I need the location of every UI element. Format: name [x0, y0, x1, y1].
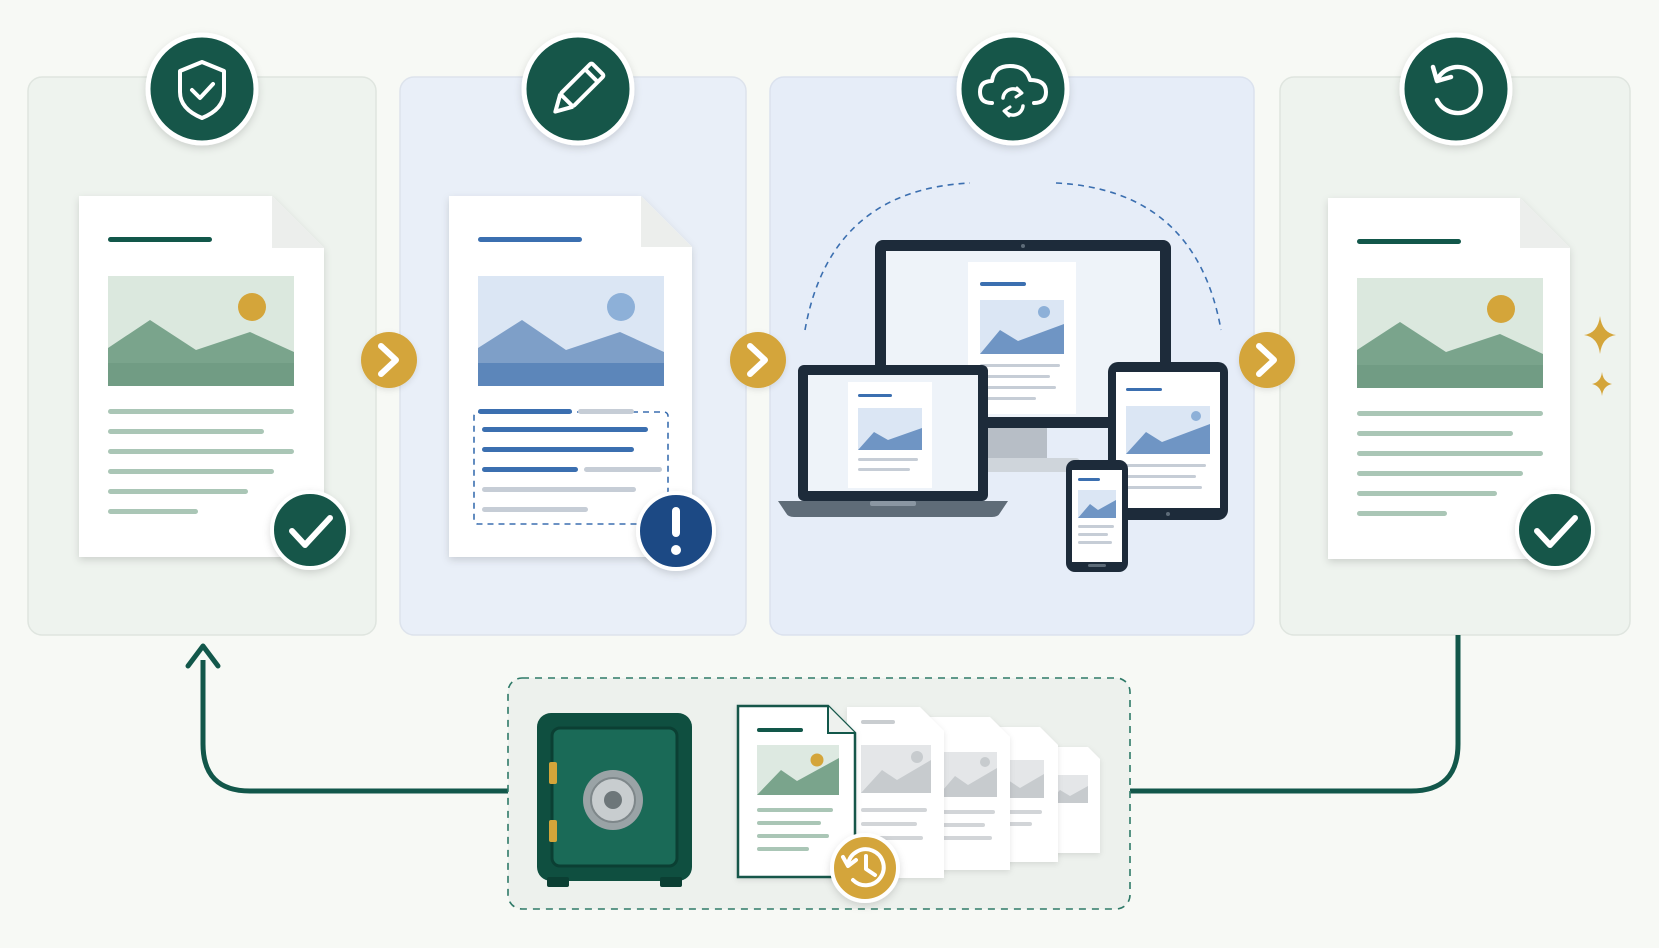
cloud-sync-icon [956, 32, 1070, 146]
sync-arc [804, 182, 971, 331]
sparkle-icon [1584, 316, 1616, 396]
history-icon [830, 833, 900, 903]
stage-protect-document [79, 196, 324, 557]
flow-arrowhead-up [185, 643, 221, 669]
tablet [1108, 362, 1228, 520]
chevron-right-icon [1239, 332, 1295, 388]
check-badge-icon [1515, 490, 1595, 570]
version-doc-current [736, 704, 857, 879]
version-stack [736, 704, 1100, 903]
sync-arc [1055, 182, 1222, 331]
chevron-right-icon [361, 332, 417, 388]
restore-icon [1399, 32, 1513, 146]
shield-check-icon [145, 32, 259, 146]
pencil-icon [521, 32, 635, 146]
stage-edit-document [449, 196, 692, 557]
flow-line-archive [1130, 635, 1461, 794]
alert-badge-icon [636, 491, 716, 571]
version-doc-3 [925, 717, 1010, 870]
check-badge-icon [270, 490, 350, 570]
laptop [778, 365, 1008, 517]
safe-icon [537, 713, 692, 887]
flow-line-return [200, 660, 508, 794]
chevron-right-icon [730, 332, 786, 388]
stage-restore-document [1328, 198, 1570, 559]
phone [1066, 460, 1128, 572]
